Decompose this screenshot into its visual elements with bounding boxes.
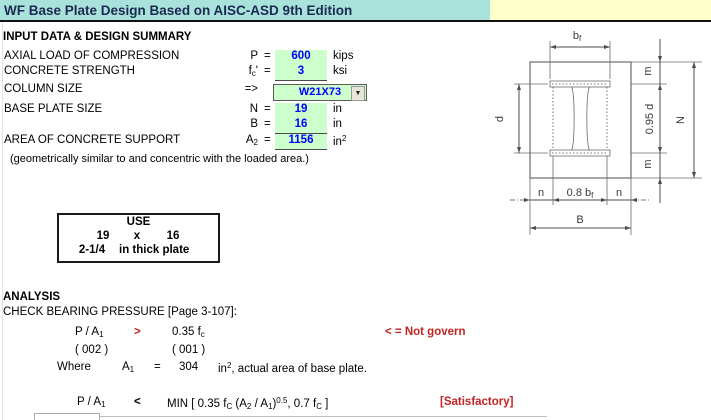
check-bearing-title: CHECK BEARING PRESSURE [Page 3-107]: [3, 306, 237, 318]
use-plate-N: 19 [96, 230, 110, 242]
column-size-dropdown[interactable]: W21X73 ▼ [273, 84, 367, 101]
svg-text:N: N [675, 116, 687, 124]
unit-label: kips [333, 50, 354, 62]
rhs-value: ( 001 ) [172, 344, 206, 356]
input-cell-B[interactable]: 16 [275, 118, 327, 134]
equals-sign: = [264, 118, 271, 130]
bottom-partial-cell [34, 413, 100, 420]
use-result-box: USE 19 x 16 2-1/4 in thick plate [57, 213, 220, 263]
input-note: (geometrically similar to and concentric… [10, 153, 309, 165]
dropdown-arrow-icon[interactable]: ▼ [351, 86, 365, 101]
unit-label: in [333, 103, 342, 115]
title-band-right [490, 0, 711, 21]
A1-description: in2, actual area of base plate. [218, 361, 367, 375]
row-label: AXIAL LOAD OF COMPRESSION [4, 50, 180, 62]
dim-bf: bf [549, 30, 611, 79]
svg-text:0.95 d: 0.95 d [644, 104, 656, 135]
bottom-gridline [100, 416, 547, 417]
section-input-heading: INPUT DATA & DESIGN SUMMARY [3, 31, 192, 43]
symbol-A1: A1 [122, 361, 135, 374]
equals-sign: = [264, 65, 271, 77]
input-cell-N[interactable]: 19 [275, 103, 327, 119]
dim-m-095d: m 0.95 d m [642, 39, 662, 203]
bearing-check-line1: P / A1 > 0.35 fc < = Not govern [0, 326, 711, 341]
row-label: CONCRETE STRENGTH [4, 65, 135, 77]
use-times: x [133, 230, 141, 242]
dim-N: N [675, 62, 696, 178]
use-title: USE [126, 216, 151, 228]
row-plate-B: B = 16 in [0, 118, 711, 134]
equals-sign: = [154, 361, 161, 373]
symbol-P: P [250, 50, 258, 62]
unit-label: ksi [333, 65, 348, 77]
row-axial-load: AXIAL LOAD OF COMPRESSION P = 600 kips [0, 50, 711, 66]
allowable-formula: MIN [ 0.35 fC (A2 / A1)0.5, 0.7 fC ] [167, 396, 329, 411]
row-plate-N: BASE PLATE SIZE N = 19 in [0, 103, 711, 119]
use-thickness-label: in thick plate [119, 244, 190, 256]
satisfactory-verdict: [Satisfactory] [440, 396, 514, 408]
row-label: BASE PLATE SIZE [4, 103, 103, 115]
input-cell-A2[interactable]: 1156 [275, 134, 327, 150]
row-label: COLUMN SIZE [4, 83, 83, 95]
dim-B: B [530, 214, 631, 230]
title-underline [0, 20, 711, 22]
svg-text:bf: bf [573, 30, 582, 43]
svg-text:m: m [642, 66, 654, 75]
svg-text:B: B [576, 214, 583, 226]
svg-text:0.8 bf: 0.8 bf [567, 187, 594, 200]
dim-d: d [494, 83, 548, 154]
base-plate-diagram: bf d m 0.95 d m [494, 30, 702, 235]
row-column-size: COLUMN SIZE => [0, 83, 711, 99]
use-plate-B: 16 [166, 230, 180, 242]
equals-sign: = [264, 134, 271, 146]
equals-sign: = [264, 50, 271, 62]
rhs-term: 0.35 fc [172, 326, 205, 339]
section-analysis-heading: ANALYSIS [3, 291, 61, 303]
comparison-operator: < [134, 396, 141, 408]
symbol-N: N [249, 103, 258, 115]
symbol-B: B [250, 118, 258, 130]
page-title: WF Base Plate Design Based on AISC-ASD 9… [4, 3, 353, 18]
comparison-operator: > [134, 326, 141, 338]
input-cell-P[interactable]: 600 [275, 50, 327, 66]
where-label: Where [57, 361, 91, 373]
svg-text:d: d [494, 116, 506, 122]
bearing-check-line2: ( 002 ) ( 001 ) [0, 344, 711, 359]
plate-outline [529, 61, 632, 179]
lhs-term: P / A1 [75, 326, 104, 339]
A1-value: 304 [179, 361, 199, 373]
svg-text:m: m [642, 159, 654, 168]
row-concrete-area: AREA OF CONCRETE SUPPORT A2 = 1156 in2 [0, 134, 711, 150]
unit-label: in2 [333, 134, 347, 148]
left-gridline [2, 22, 3, 420]
svg-text:n: n [616, 187, 622, 199]
column-size-value: W21X73 [298, 86, 342, 98]
row-label: AREA OF CONCRETE SUPPORT [4, 134, 181, 146]
bearing-check-line3: P / A1 < MIN [ 0.35 fC (A2 / A1)0.5, 0.7… [0, 396, 711, 411]
unit-label: in [333, 118, 342, 130]
equals-sign: = [264, 103, 271, 115]
input-cell-fc[interactable]: 3 [275, 65, 327, 81]
title-band-left [0, 0, 490, 21]
symbol-fc: fc' [248, 65, 258, 78]
row-concrete-strength: CONCRETE STRENGTH fc' = 3 ksi [0, 65, 711, 81]
where-line: Where A1 = 304 in2, actual area of base … [0, 361, 711, 376]
symbol-A2: A2 [245, 134, 258, 147]
wide-flange-section [549, 80, 611, 157]
dim-n-08bf: n 0.8 bf n [510, 187, 651, 202]
use-thickness: 2-1/4 [78, 244, 106, 256]
lhs-value: ( 002 ) [75, 344, 109, 356]
arrow-symbol: => [244, 83, 258, 95]
svg-text:n: n [538, 187, 544, 199]
not-govern-note: < = Not govern [385, 326, 466, 338]
lhs-term: P / A1 [77, 396, 106, 409]
